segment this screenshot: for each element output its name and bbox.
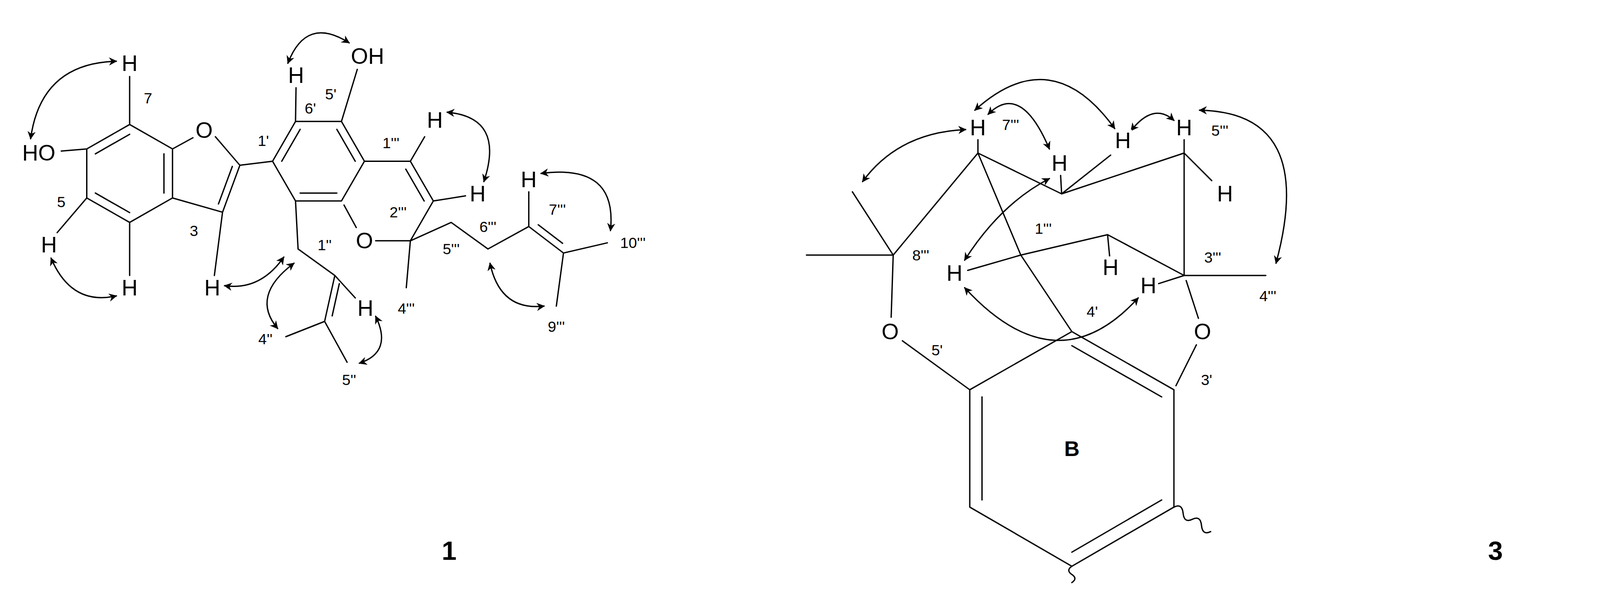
- atom-label: H: [1114, 129, 1132, 152]
- atom-label: H: [120, 276, 139, 300]
- compound-number: 3: [1487, 537, 1504, 565]
- noe-arrow: [987, 103, 1050, 150]
- locant-number: 5'': [341, 372, 358, 388]
- atom-label: H: [1050, 152, 1069, 175]
- noe-arrow: [288, 32, 350, 64]
- wavy-bond: [1173, 505, 1211, 533]
- locant-number: 5''': [1210, 122, 1229, 139]
- locant-number: 1': [256, 133, 270, 149]
- locant-number: 3''': [1203, 249, 1222, 265]
- locant-number: 1'': [316, 237, 333, 253]
- locant-number: 6''': [478, 219, 498, 235]
- locant-number: 5': [930, 342, 944, 358]
- locant-number: 7: [142, 90, 154, 106]
- noe-arrow: [964, 288, 1139, 341]
- locant-number: 6': [303, 100, 317, 116]
- noe-arrow: [359, 316, 382, 364]
- atom-label: H: [287, 64, 305, 87]
- locant-number: 5: [56, 194, 67, 210]
- locant-number: 4''': [396, 300, 416, 317]
- locant-number: 4': [1085, 304, 1099, 320]
- locant-number: 8''': [911, 247, 930, 263]
- atom-label: H: [1216, 182, 1234, 206]
- noe-arrow: [1130, 113, 1174, 131]
- noe-arrow: [30, 61, 117, 139]
- locant-number: 3': [1200, 372, 1213, 388]
- atom-label: OH: [350, 45, 386, 68]
- wavy-bond: [1068, 566, 1075, 584]
- atom-label: H: [39, 233, 58, 257]
- locant-number: 10''': [619, 235, 647, 251]
- bond-group: [57, 69, 1266, 583]
- noe-arrow: [964, 178, 1050, 261]
- atom-label: H: [120, 52, 139, 75]
- atom-label: HO: [21, 142, 57, 165]
- locant-number: 1''': [1033, 221, 1053, 237]
- locant-number: 4'': [257, 331, 274, 347]
- locant-number: 3: [189, 223, 200, 239]
- locant-number: 1''': [381, 135, 401, 151]
- ring-label: B: [1063, 438, 1081, 460]
- atom-label: H: [1139, 274, 1158, 297]
- noe-arrow: [267, 263, 295, 329]
- locant-number: 5''': [441, 241, 461, 257]
- noe-arrow: [51, 258, 117, 298]
- atom-label: H: [945, 262, 964, 285]
- compound-number: 1: [440, 537, 458, 565]
- atom-label: O: [194, 119, 214, 142]
- atom-label: H: [1101, 256, 1120, 279]
- noe-arrow: [975, 79, 1115, 129]
- bond-lines: [806, 139, 1266, 567]
- atom-label: H: [356, 297, 375, 320]
- atom-label: H: [1175, 116, 1194, 139]
- locant-number: 7''': [1001, 117, 1020, 133]
- noe-arrow: [1199, 110, 1287, 264]
- atom-label: O: [880, 320, 900, 344]
- atom-label: H: [519, 168, 538, 191]
- noe-arrow: [541, 172, 612, 231]
- atom-label: H: [203, 276, 222, 300]
- locant-number: 7''': [548, 201, 567, 218]
- noe-arrow: [862, 129, 966, 182]
- noe-arrows: [30, 32, 1287, 364]
- atom-label: O: [355, 229, 375, 253]
- atom-label: H: [468, 182, 487, 206]
- bond-lines: [57, 69, 608, 363]
- atom-label: H: [426, 109, 444, 132]
- locant-number: 2''': [388, 204, 408, 220]
- locant-number: 5': [323, 86, 337, 102]
- noe-arrow: [446, 112, 490, 182]
- atom-label: O: [1193, 320, 1213, 344]
- locant-number: 9''': [546, 319, 566, 335]
- noe-arrow: [489, 263, 545, 307]
- atom-label: H: [968, 116, 987, 139]
- locant-number: 4''': [1258, 288, 1277, 304]
